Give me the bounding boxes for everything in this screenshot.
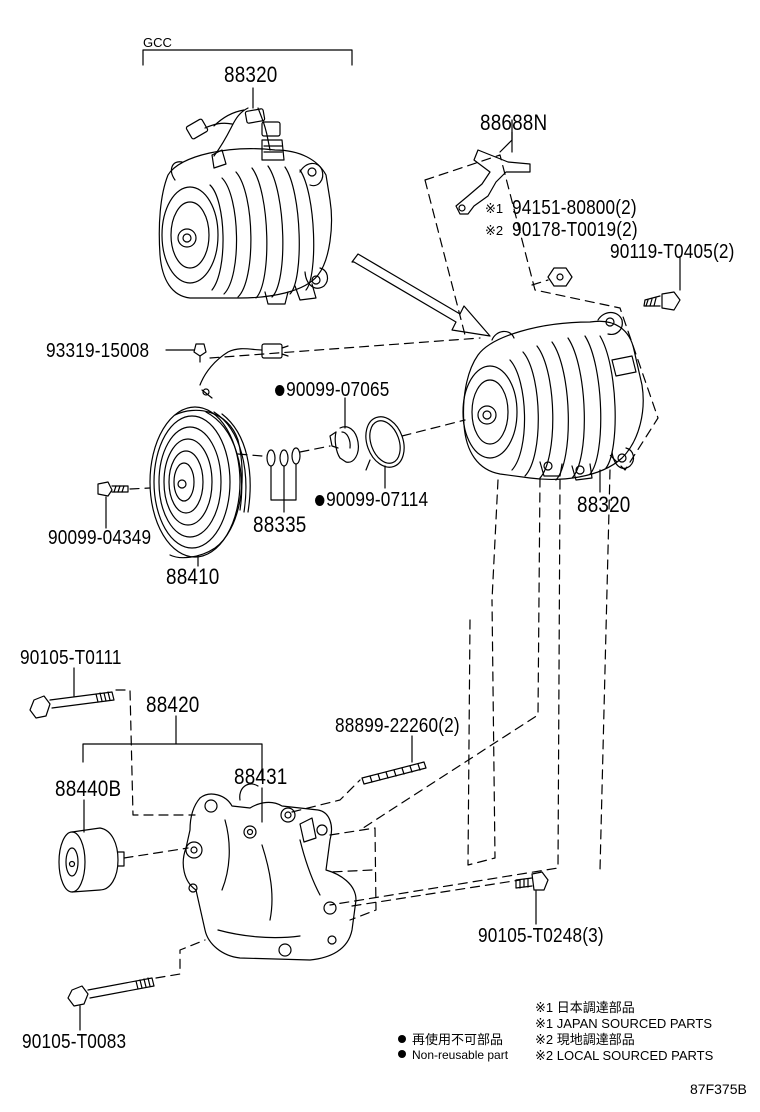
label-90099-07065: 90099-07065 (275, 380, 389, 400)
o-ring-illustration (365, 416, 405, 471)
nonreuse-dot-icon (315, 495, 325, 506)
idler-illustration (58, 827, 125, 893)
bolt-upper-left (29, 691, 115, 719)
gcc-bracket-line (142, 49, 353, 66)
bolt-right (515, 871, 549, 891)
sensor-bolt (193, 343, 207, 363)
label-90105-T0083: 90105-T0083 (22, 1031, 127, 1053)
bolt-top-right (643, 291, 681, 311)
nonreuse-dot-icon (398, 1050, 406, 1058)
ref1-mark: ※1 (485, 201, 504, 216)
nut-illustration (547, 267, 573, 287)
label-88335: 88335 (253, 512, 307, 537)
clutch-bolt (97, 481, 129, 497)
label-90178: 90178-T0019(2) (512, 219, 638, 241)
legend-en1: ※1 JAPAN SOURCED PARTS (535, 1016, 713, 1031)
assembly-arrow (351, 253, 491, 337)
bracket-illustration (182, 783, 357, 961)
legend-nonreuse-jp: 再使用不可部品 (398, 1032, 503, 1047)
legend-nonreuse-en: Non-reusable part (398, 1048, 508, 1063)
compressor-dashed-frame (424, 154, 659, 866)
compressor-main-illustration (462, 311, 644, 481)
label-94151: 94151-80800(2) (512, 197, 637, 219)
label-88899: 88899-22260(2) (335, 715, 460, 737)
ref2-mark: ※2 (485, 223, 504, 238)
label-88688n: 88688N (480, 110, 548, 135)
compressor-top-illustration (158, 107, 333, 305)
legend-nonreuse-jp-text: 再使用不可部品 (412, 1032, 504, 1047)
label-90105-T0248: 90105-T0248(3) (478, 925, 604, 947)
label-88410: 88410 (166, 564, 220, 589)
compressor-mount-lines (329, 469, 611, 906)
bolt-lower-left (67, 977, 155, 1007)
label-90099-07114-text: 90099-07114 (326, 489, 429, 511)
snap-ring-illustration (329, 426, 359, 463)
label-90099-07065-text: 90099-07065 (286, 379, 390, 401)
label-90099-07114: 90099-07114 (315, 490, 428, 510)
nonreuse-dot-icon (398, 1035, 406, 1043)
diagram-code: 87F375B (690, 1081, 747, 1097)
label-88320-top: 88320 (224, 62, 278, 87)
label-88440B: 88440B (55, 776, 122, 801)
label-90099-04349: 90099-04349 (48, 527, 152, 549)
legend-jp2: ※2 現地調達部品 (535, 1032, 635, 1047)
legend-jp1: ※1 日本調達部品 (535, 1000, 635, 1015)
legend-en2: ※2 LOCAL SOURCED PARTS (535, 1048, 714, 1063)
nonreuse-dot-icon (275, 385, 285, 396)
stud-illustration (361, 761, 427, 785)
label-88420: 88420 (146, 692, 200, 717)
label-90105-T0111: 90105-T0111 (20, 647, 122, 669)
group-bracket-88420 (82, 715, 263, 781)
label-88431: 88431 (234, 764, 288, 789)
clutch-illustration (149, 343, 289, 559)
shims-illustration (266, 447, 301, 501)
label-88320-main: 88320 (577, 492, 631, 517)
gcc-label: GCC (143, 35, 172, 50)
legend-nonreuse-en-text: Non-reusable part (412, 1048, 509, 1062)
label-93319: 93319-15008 (46, 340, 150, 362)
label-90119: 90119-T0405(2) (610, 241, 735, 263)
